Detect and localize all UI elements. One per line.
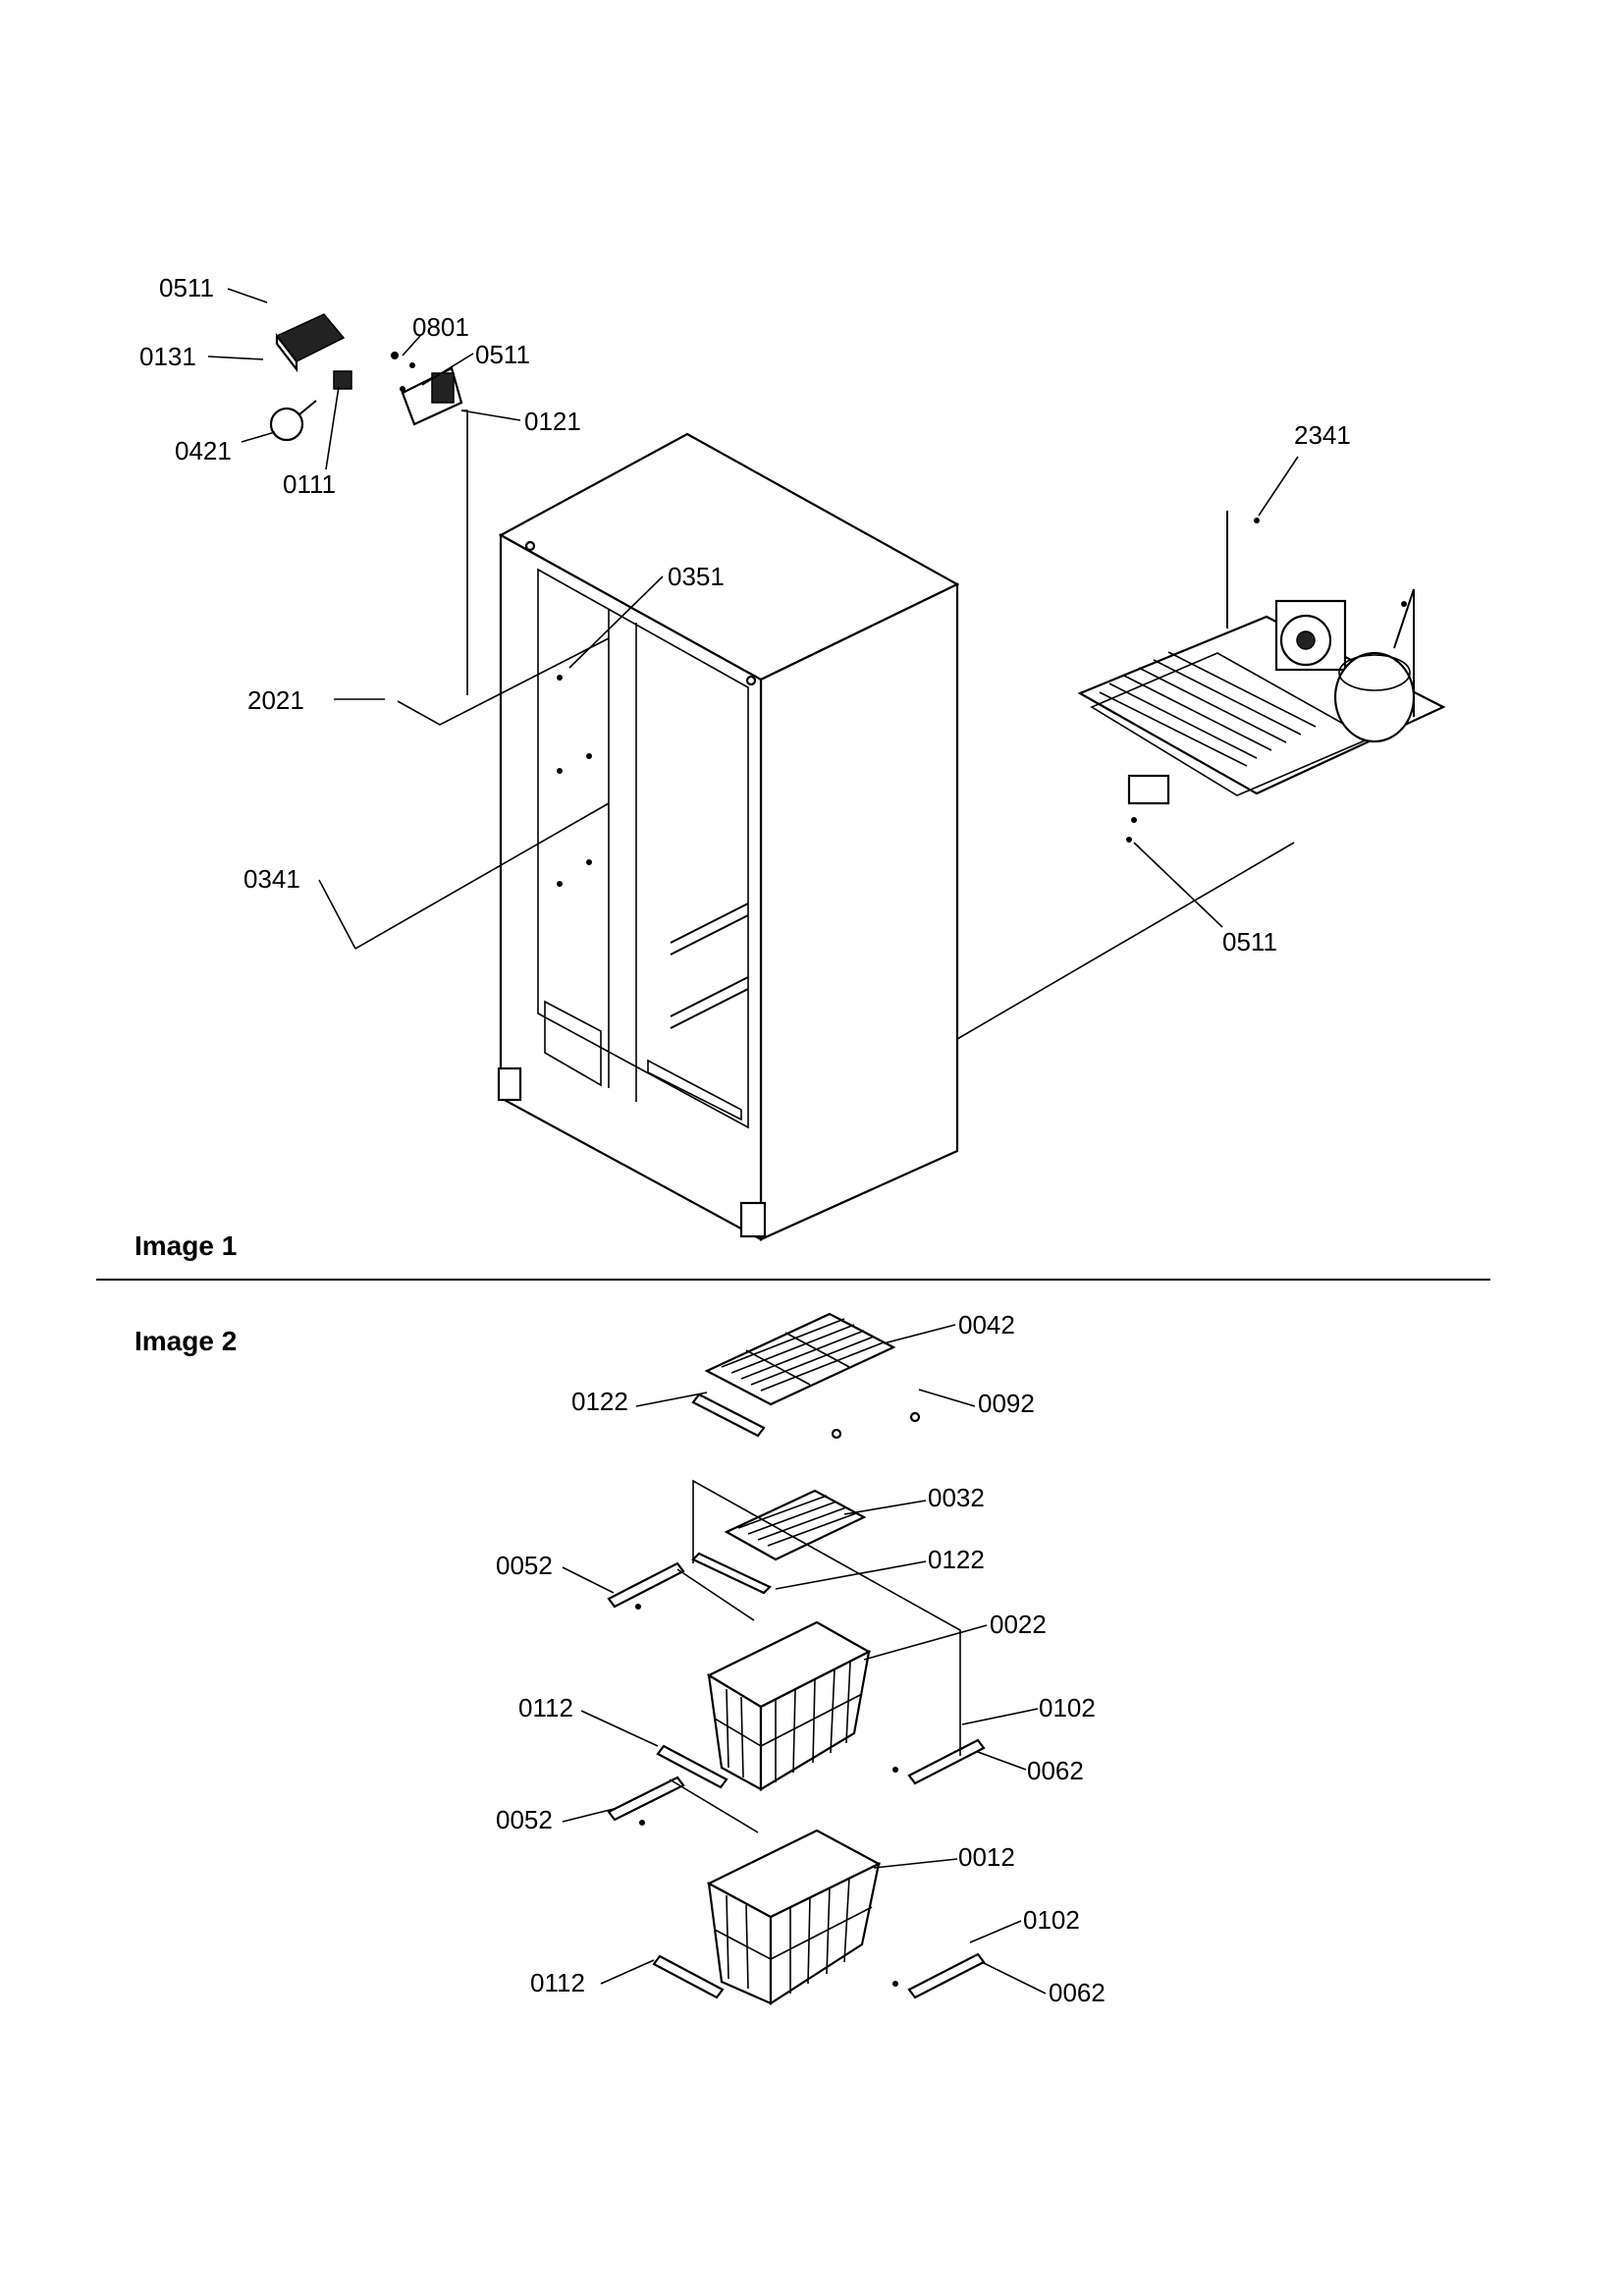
refrigerator-cabinet bbox=[497, 432, 960, 1241]
callout-0022: 0022 bbox=[990, 1610, 1047, 1639]
callout-0102-b: 0102 bbox=[1023, 1905, 1080, 1935]
image1-labels: 0511 0131 0801 0511 0121 0421 0111 2341 … bbox=[139, 273, 1351, 957]
callout-0052-a: 0052 bbox=[496, 1551, 553, 1580]
callout-0092: 0092 bbox=[978, 1389, 1035, 1418]
compressor-assembly bbox=[1077, 511, 1446, 843]
callout-0112-a: 0112 bbox=[518, 1693, 573, 1722]
wire-shelf-middle bbox=[691, 1489, 867, 1595]
callout-0122-b: 0122 bbox=[928, 1545, 985, 1574]
callout-0111: 0111 bbox=[283, 469, 336, 499]
section-label-image2: Image 2 bbox=[135, 1326, 237, 1356]
callout-0511-mid: 0511 bbox=[475, 340, 530, 369]
callout-0012: 0012 bbox=[958, 1842, 1015, 1872]
callout-2341: 2341 bbox=[1294, 420, 1351, 450]
callout-0511-top: 0511 bbox=[159, 273, 214, 302]
callout-0131: 0131 bbox=[139, 342, 196, 371]
callout-0341: 0341 bbox=[243, 864, 300, 894]
freezer-basket-lower bbox=[706, 1829, 882, 2006]
image1-group: 0511 0131 0801 0511 0121 0421 0111 2341 … bbox=[135, 273, 1446, 1261]
socket-icon bbox=[333, 370, 352, 390]
callout-0121: 0121 bbox=[524, 407, 581, 436]
wire-shelf-top bbox=[691, 1312, 896, 1438]
image2-group: Image 2 bbox=[135, 1310, 1106, 2007]
image1-leaders bbox=[207, 288, 1299, 1040]
callout-0032: 0032 bbox=[928, 1483, 985, 1512]
callout-2021: 2021 bbox=[247, 685, 304, 715]
callout-0511-right: 0511 bbox=[1222, 927, 1277, 957]
callout-0042: 0042 bbox=[958, 1310, 1015, 1339]
callout-0421: 0421 bbox=[175, 436, 232, 465]
light-assembly bbox=[269, 313, 463, 442]
callout-0351: 0351 bbox=[668, 562, 725, 591]
callout-0102-a: 0102 bbox=[1039, 1693, 1096, 1722]
basket-slides bbox=[607, 1411, 986, 1999]
image2-leaders bbox=[562, 1324, 1047, 1995]
callout-0112-b: 0112 bbox=[530, 1968, 585, 1997]
bulb-icon bbox=[269, 407, 304, 442]
callout-0062-a: 0062 bbox=[1027, 1756, 1084, 1785]
freezer-basket-upper bbox=[706, 1620, 872, 1791]
callout-0122-a: 0122 bbox=[571, 1387, 628, 1416]
compressor-icon bbox=[1333, 651, 1416, 743]
callout-0801: 0801 bbox=[412, 312, 469, 342]
callout-0052-b: 0052 bbox=[496, 1805, 553, 1834]
callout-0062-b: 0062 bbox=[1049, 1978, 1106, 2007]
section-label-image1: Image 1 bbox=[135, 1230, 237, 1261]
image2-labels: 0042 0122 0092 0032 0052 0122 0022 0112 … bbox=[496, 1310, 1106, 2007]
